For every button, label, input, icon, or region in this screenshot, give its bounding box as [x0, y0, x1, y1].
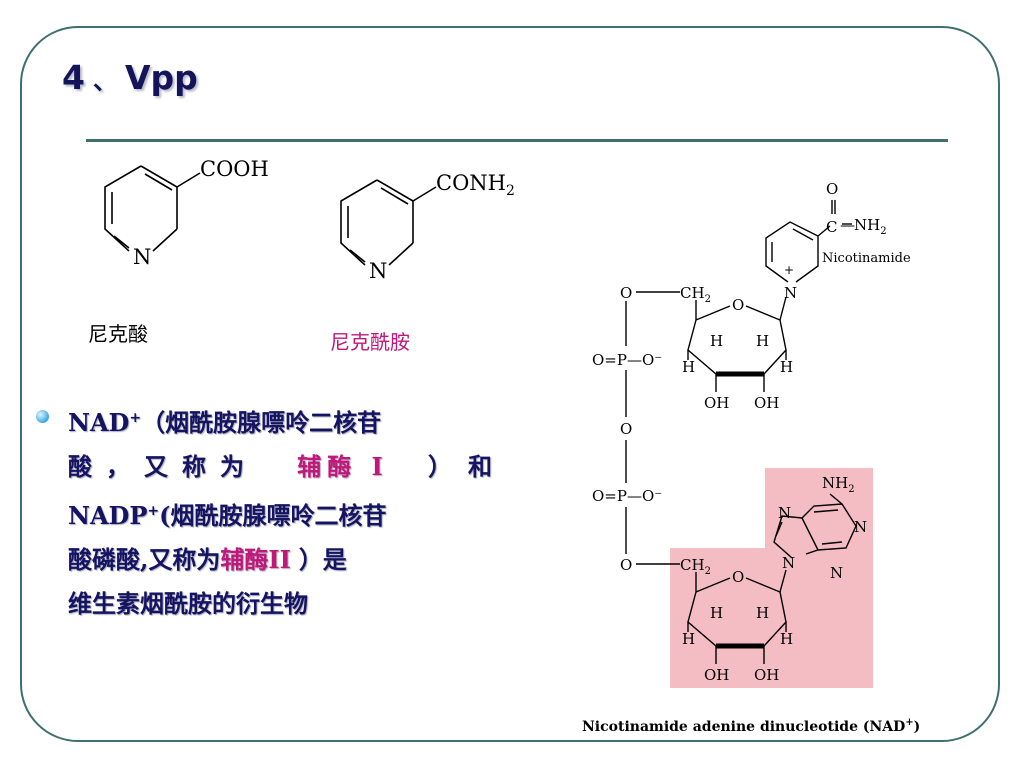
h-lower-2: H	[756, 604, 769, 622]
para-seg4: (烟酰胺腺嘌呤二核苷	[159, 501, 387, 530]
adenine-n9: N	[782, 554, 795, 572]
amide-group-label: CONH2	[436, 171, 515, 199]
adenine-n7: N	[778, 504, 791, 522]
acid-group-label: COOH	[200, 157, 269, 181]
h-upper-4: H	[780, 358, 793, 376]
h-lower-3: H	[682, 630, 695, 648]
nicotinamide-structure: CONH2 N	[340, 171, 515, 283]
ring-plus: +	[784, 263, 794, 277]
amide-nh2: NH2	[854, 216, 887, 237]
nadp-sup: +	[147, 503, 160, 519]
title-separator: 、	[92, 67, 117, 95]
nicotinamide-label: Nicotinamide	[822, 251, 911, 266]
nad-caption: Nicotinamide adenine dinucleotide (NAD+)	[582, 717, 920, 735]
para-seg7: 维生素烟酰胺的衍生物	[68, 589, 308, 618]
adenine-n3: N	[830, 564, 843, 582]
ch2-upper: CH2	[680, 284, 711, 305]
h-lower-4: H	[780, 630, 793, 648]
oh-lower-2: OH	[754, 666, 779, 684]
para-seg1: （烟酰胺腺嘌呤二核苷	[141, 408, 382, 437]
oh-upper-1: OH	[704, 394, 729, 412]
amide-dash: —	[840, 216, 855, 234]
para-seg2: 酸，又称为	[68, 452, 258, 481]
nadp-term: NADP	[68, 501, 148, 530]
nicotinic-acid-caption: 尼克酸	[88, 322, 148, 346]
title-text: Vpp	[124, 58, 198, 97]
para-seg5: 酸磷酸,又称为	[68, 545, 221, 574]
amide-ring-n: N	[369, 259, 387, 283]
slide-frame	[20, 26, 1000, 742]
nad-sup: +	[129, 410, 142, 426]
phosphate-2: O=P—O⁻	[592, 487, 662, 505]
h-upper-3: H	[682, 358, 695, 376]
bullet-icon	[36, 410, 49, 423]
slide-title: 4、Vpp	[62, 58, 198, 97]
nad-term: NAD	[68, 408, 130, 437]
ch2-lower: CH2	[680, 556, 711, 577]
o-1: O	[620, 284, 632, 302]
para-seg6: ）是	[298, 545, 347, 574]
ring-n: N	[784, 284, 797, 302]
coenzyme2-term: 辅酶II	[220, 545, 291, 574]
oh-upper-2: OH	[754, 394, 779, 412]
nicotinic-acid-structure: COOH N	[104, 157, 269, 269]
h-upper-2: H	[756, 332, 769, 350]
nad-description: NAD+（烟酰胺腺嘌呤二核苷 酸，又称为辅酶 I）和 NADP+(烟酰胺腺嘌呤二…	[68, 396, 508, 626]
h-lower-1: H	[710, 604, 723, 622]
oh-lower-1: OH	[704, 666, 729, 684]
nad-structure-figure: O C — NH2 Nicotinamide + N O CH2 O H H H…	[582, 180, 920, 735]
adenine-n1: N	[854, 518, 867, 536]
h-upper-1: H	[710, 332, 723, 350]
phosphate-1: O=P—O⁻	[592, 351, 662, 369]
top-o: O	[826, 180, 838, 198]
nicotinamide-caption: 尼克酰胺	[330, 330, 410, 354]
adenine-nh2: NH2	[822, 474, 855, 495]
adenosine-highlight	[670, 468, 873, 688]
o-bridge: O	[620, 420, 632, 438]
ring-o-lower: O	[732, 568, 744, 586]
carbonyl-c: C	[826, 218, 837, 236]
coenzyme1-term: 辅酶 I	[297, 452, 389, 481]
o-2: O	[620, 556, 632, 574]
acid-ring-n: N	[133, 245, 151, 269]
title-divider	[86, 139, 948, 142]
para-seg3: ）和	[428, 452, 508, 481]
title-number: 4	[62, 58, 85, 97]
ring-o-upper: O	[732, 296, 744, 314]
